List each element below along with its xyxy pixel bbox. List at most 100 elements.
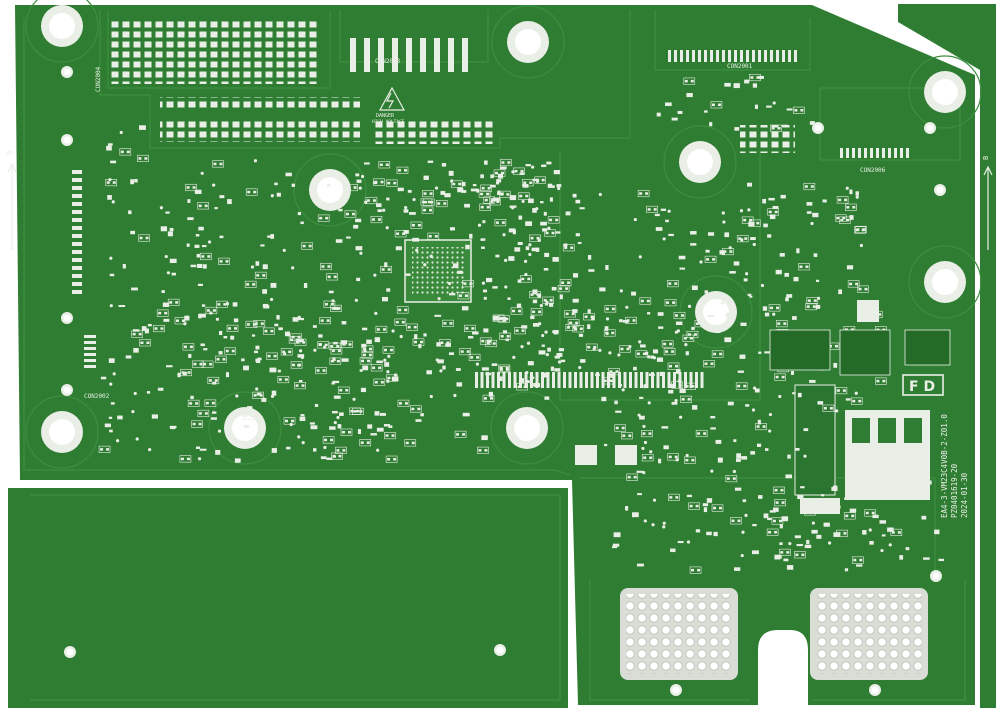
smd-pad [104,423,111,428]
via [537,238,541,242]
smd-pad [201,255,205,258]
via [732,469,736,474]
smd-pad [678,255,686,260]
via [185,315,189,319]
smd-pad [356,409,360,413]
smd-pad [665,102,672,107]
component-outline [798,263,810,271]
smd-pad [337,349,341,353]
connector-pin [462,38,468,72]
smd-pad [243,365,249,371]
component-outline [191,420,203,428]
smd-pad [203,362,207,366]
smd-pad [653,208,657,211]
via [108,178,112,182]
smd-pad [411,407,415,411]
smd-pad [495,171,499,175]
pad-arrays [620,588,928,680]
smd-pad [254,322,258,325]
component-outline [335,446,347,454]
smd-pad [495,181,500,185]
smd-pad [434,314,442,317]
component-outline [499,332,511,340]
component-outline [710,101,723,109]
smd-pad [205,401,209,405]
smd-pad [413,340,417,344]
smd-pad [195,402,199,405]
smd-pad [161,290,165,294]
smd-pad [379,412,386,416]
smd-pad [551,286,557,291]
smd-pad [532,208,537,213]
component-outline [245,188,258,196]
smd-pad [572,193,577,198]
smd-pad [525,246,530,251]
via [725,299,729,303]
smd-pad [216,358,220,361]
connector-pin [84,359,96,362]
component-outline [315,366,327,375]
smd-pad [762,425,766,428]
smd-pad [357,429,362,435]
smd-pad [655,227,663,231]
component-outline [778,548,791,556]
smd-pad [609,379,613,383]
smd-pad [117,415,123,420]
power-pad [895,470,911,498]
smd-pad [147,323,152,327]
smd-pad [481,246,485,249]
smd-pad [197,283,203,287]
smd-pad [710,427,716,430]
smd-pad [690,79,694,83]
smd-pad [345,388,349,392]
smd-pad [234,327,238,330]
smd-pad [518,309,522,313]
via [687,304,692,308]
smd-pad [347,430,351,434]
smd-pad [488,391,493,397]
smd-pad [341,430,345,434]
component-outline [242,412,255,420]
connector-pin [704,50,707,62]
smd-pad [302,244,306,248]
component-outline [850,397,863,405]
smd-pad [253,190,257,194]
smd-pad [706,531,712,536]
smd-pad [483,397,487,400]
smd-pad [384,262,388,268]
smd-pad [663,445,669,450]
mounting-hole-ring [490,391,564,465]
via-hole [871,686,879,694]
via [722,220,726,224]
component-outline [199,252,212,261]
connector-pin [680,50,683,62]
smd-pad [565,287,569,290]
component-outline [477,446,489,454]
smd-pad [640,299,644,303]
component-outline [711,350,724,358]
smd-pad [690,231,697,235]
connector-pin [392,38,398,72]
smd-pad [449,227,455,231]
smd-pad [160,327,164,330]
smd-pad [232,302,238,307]
component-outline [564,310,576,318]
smd-pad [578,333,584,337]
smd-pad [508,228,516,233]
smd-pad [367,359,371,363]
via [434,186,439,190]
via [159,206,163,210]
smd-pad [756,221,760,225]
via [854,391,858,395]
via-hole [66,648,74,656]
via [385,226,389,230]
smd-pad [246,323,250,326]
smd-pad [566,326,570,329]
component-outline [319,317,331,325]
component-outline [567,319,580,327]
via [535,207,539,211]
via [598,348,602,352]
arrow-up-icon [983,165,993,250]
component-outline [585,343,598,351]
